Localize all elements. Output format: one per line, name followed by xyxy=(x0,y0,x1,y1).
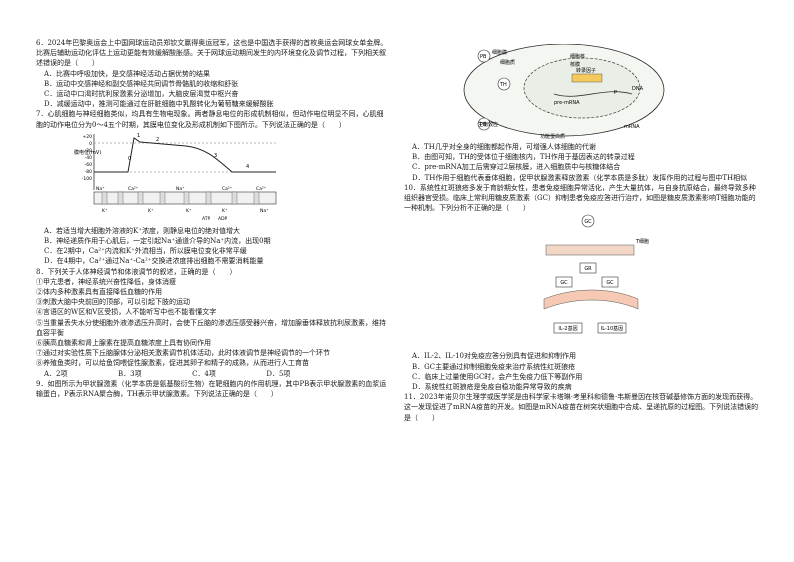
y-tick: +20 xyxy=(83,134,93,140)
action-potential-figure: 膜电位(mV) +20 0 -20 -40 -60 -80 -100 0 1 xyxy=(36,130,388,226)
y-axis-label: 膜电位(mV) xyxy=(74,149,101,156)
fig-label: 细胞核 xyxy=(570,53,585,60)
atp-label: ATP xyxy=(202,216,210,222)
fig-label: PB xyxy=(480,54,487,60)
ion-label: Na⁺ xyxy=(260,208,269,214)
phase-label: 2 xyxy=(156,137,159,143)
fig-label: DNA xyxy=(632,86,644,92)
ion-label: K⁺ xyxy=(186,208,192,214)
right-column: 细胞膜 细胞质 细胞核 核膜 转录因子 DNA pre-mRNA mRNA 生物… xyxy=(404,43,760,423)
question-9-option-b: B．由图可知，TH的受体位于细胞核内，TH作用于基因表达的转录过程 xyxy=(412,153,635,162)
fig-label: 细胞膜 xyxy=(492,49,507,56)
gr-label: GR xyxy=(584,266,592,272)
question-7-option-b: B．神经递质作用于心肌后，一定引起Na⁺通道介导的Na⁺内流，出现0期 xyxy=(44,237,271,246)
question-9-option-a: A．TH几乎对全身的细胞都起作用，可增强人体细胞的代谢 xyxy=(412,143,596,151)
ion-label: Na⁺ xyxy=(176,186,185,192)
y-tick: -40 xyxy=(85,155,92,161)
question-6-option-d: D．减缓运动中，推测可能通过在肝脏细胞中乳酸转化为葡萄糖来缓解酸胀 xyxy=(44,100,274,109)
question-9: 9．如图所示为甲状腺激素（化学本质是氨基酸衍生物）在靶细胞内的作用机理，其中PB… xyxy=(36,379,388,399)
ion-label: K⁺ xyxy=(148,208,154,214)
y-tick: -20 xyxy=(85,148,92,154)
question-6-option-b: B．运动中交感神经和副交感神经共同调节骨骼肌的收缩和舒张 xyxy=(44,79,239,88)
phase-label: 1 xyxy=(137,133,140,139)
question-10-option-d: D．系统性红斑狼疮是免疫自稳功能异常导致的疾病 xyxy=(412,383,572,392)
question-10-option-b: B．GC主要通过抑制细胞免疫来治疗系统性红斑狼疮 xyxy=(412,362,576,371)
ion-label: Ca²⁺ xyxy=(128,186,139,192)
question-6-option-a: A．比赛中呼吸加快，是交感神经活动占据优势的结果 xyxy=(44,69,211,78)
gc-label: GC xyxy=(584,219,592,225)
ion-label: K⁺ xyxy=(222,208,228,214)
fig-label: mRNA xyxy=(624,124,640,130)
question-8-option-b: B．3项 xyxy=(117,369,142,378)
question-7-option-c: C．在2期中，Ca²⁺内流和K⁺外流相当，所以膜电位变化非常平缓 xyxy=(44,247,247,256)
adp-label: ADP xyxy=(218,216,228,222)
question-7-stem: 7．心肌细胞与神经细胞类似，均具有生物电现象。两者静息电位的形成机制相似，但动作… xyxy=(36,110,384,129)
fig-label: 核膜 xyxy=(570,61,580,68)
question-11-stem: 11．2023年诺贝尔生理学或医学奖是由科学家卡塔琳·考里科和德鲁·韦斯曼因在核… xyxy=(404,393,759,422)
question-8-item: ⑥胰高血糖素和肾上腺素在提高血糖浓度上具有协同作用 xyxy=(36,339,211,348)
question-6: 6．2024年巴黎奥运会上中国网球运动员郑钦文赢得奥运冠军，这也是中国选手获得的… xyxy=(36,38,388,109)
question-8-item: ①甲亢患者，神经系统兴奋性降低，身体消瘦 xyxy=(36,277,176,286)
question-9-option-c: C．pre-mRNA加工后需穿过2层核膜，进入细胞质中与核糖体结合 xyxy=(412,163,621,172)
y-tick: -100 xyxy=(82,176,92,182)
question-9-stem: 9．如图所示为甲状腺激素（化学本质是氨基酸衍生物）在靶细胞内的作用机理，其中PB… xyxy=(36,379,387,399)
action-potential-diagram: 膜电位(mV) +20 0 -20 -40 -60 -80 -100 0 1 xyxy=(74,133,277,222)
question-10: 10．系统性红斑狼疮多发于育龄期女性，患者免疫细胞异常活化，产生大量抗体，与自身… xyxy=(404,183,760,392)
gc-mechanism-figure: GC GR GC GC IL-2基因 IL-10基因 T细胞 xyxy=(404,213,760,351)
il2-gene-label: IL-2基因 xyxy=(558,325,577,332)
question-10-option-c: C．临床上过量使用GC时，会产生免疫力低下等副作用 xyxy=(412,372,583,381)
ion-label: Ca²⁺ xyxy=(256,186,267,192)
question-8: 8．下列关于人体神经调节和体液调节的叙述，正确的是（ ） ①甲亢患者，神经系统兴… xyxy=(36,267,388,379)
y-tick: 0 xyxy=(89,141,92,147)
fig-label: TH xyxy=(499,82,507,88)
fig-label: pre-mRNA xyxy=(554,100,580,106)
question-8-option-d: D．5项 xyxy=(266,369,291,378)
fig-label: 功能蛋白质 xyxy=(540,133,565,140)
il10-gene-label: IL-10基因 xyxy=(601,325,623,332)
question-7: 7．心肌细胞与神经细胞类似，均具有生物电现象。两者静息电位的形成机制相似，但动作… xyxy=(36,109,388,266)
gc-mechanism-diagram: GC GR GC GC IL-2基因 IL-10基因 T细胞 xyxy=(543,215,649,334)
fig-label: 细胞质 xyxy=(500,59,515,66)
question-8-item: ②体内多种激素具有直接降低血糖的作用 xyxy=(36,288,162,297)
ion-label: Na⁺ xyxy=(96,186,105,192)
question-8-item: ③刺激大脑中央前回的顶部，可以引起下肢的运动 xyxy=(36,298,190,307)
question-10-option-a: A．IL-2、IL-10对免疫应答分别具有促进和抑制作用 xyxy=(412,352,576,361)
question-8-option-a: A．2项 xyxy=(44,369,68,378)
question-8-item: ⑦通过对实验性质下丘脑腺体分泌相关激素调节机体活动，此时体液调节是神经调节的一个… xyxy=(36,349,330,358)
question-7-option-a: A．若适当增大细胞外溶液的K⁺浓度，则静息电位的绝对值增大 xyxy=(44,226,240,235)
question-8-item: ④言语区的W区和V区受损，人不能听写中也不能看懂文字 xyxy=(36,308,217,317)
fig-label: 转录因子 xyxy=(576,67,596,74)
phase-label: 0 xyxy=(128,156,131,162)
question-6-stem: 6．2024年巴黎奥运会上中国网球运动员郑钦文赢得奥运冠军，这也是中国选手获得的… xyxy=(36,39,388,68)
question-8-options: A．2项 B．3项 C．4项 D．5项 xyxy=(36,369,388,379)
gc-label: GC xyxy=(560,280,568,286)
question-7-option-d: D．在4期中，Ca²⁺通过Na⁺-Ca²⁺交换进浓度排出细胞不需要消耗能量 xyxy=(44,257,264,266)
question-9-option-d: D．TH作用于细胞代表垂体细胞，促甲状腺激素释放激素（化学本质是多肽）发挥作用的… xyxy=(412,173,748,182)
gc-label: GC xyxy=(606,280,614,286)
question-8-stem: 8．下列关于人体神经调节和体液调节的叙述，正确的是（ ） xyxy=(36,267,237,276)
fig-label: 生物效应 xyxy=(478,121,498,128)
question-6-option-c: C．运动中口渴时抗利尿激素分泌增加，大脑皮层渴觉中枢兴奋 xyxy=(44,90,239,99)
thyroid-hormone-figure: 细胞膜 细胞质 细胞核 核膜 转录因子 DNA pre-mRNA mRNA 生物… xyxy=(404,43,760,142)
ion-label: K⁺ xyxy=(102,208,108,214)
phase-label: 4 xyxy=(246,164,249,170)
fig-label: PB xyxy=(480,122,487,128)
question-10-stem: 10．系统性红斑狼疮多发于育龄期女性，患者免疫细胞异常活化，产生大量抗体，与自身… xyxy=(404,183,756,213)
left-column: 6．2024年巴黎奥运会上中国网球运动员郑钦文赢得奥运冠军，这也是中国选手获得的… xyxy=(36,38,388,399)
question-8-item: ⑧养殖鱼类时，可以给鱼饲喂促性腺激素，促进其卵子和精子的成熟，从而进行人工育苗 xyxy=(36,359,309,368)
question-8-item: ⑤当重量丢失水分使细胞外液渗透压升高时，会使下丘脑的渗透压感受器兴奋，增加腺垂体… xyxy=(36,318,386,337)
t-cell-label: T细胞 xyxy=(635,238,649,245)
question-8-option-c: C．4项 xyxy=(192,369,216,378)
y-tick: -60 xyxy=(85,162,92,168)
thyroid-hormone-diagram: 细胞膜 细胞质 细胞核 核膜 转录因子 DNA pre-mRNA mRNA 生物… xyxy=(463,43,665,140)
question-11: 11．2023年诺贝尔生理学或医学奖是由科学家卡塔琳·考里科和德鲁·韦斯曼因在核… xyxy=(404,392,760,423)
fig-label: P xyxy=(614,90,617,96)
phase-label: 3 xyxy=(214,153,217,159)
ion-label: Ca²⁺ xyxy=(222,186,233,192)
y-tick: -80 xyxy=(85,169,92,175)
